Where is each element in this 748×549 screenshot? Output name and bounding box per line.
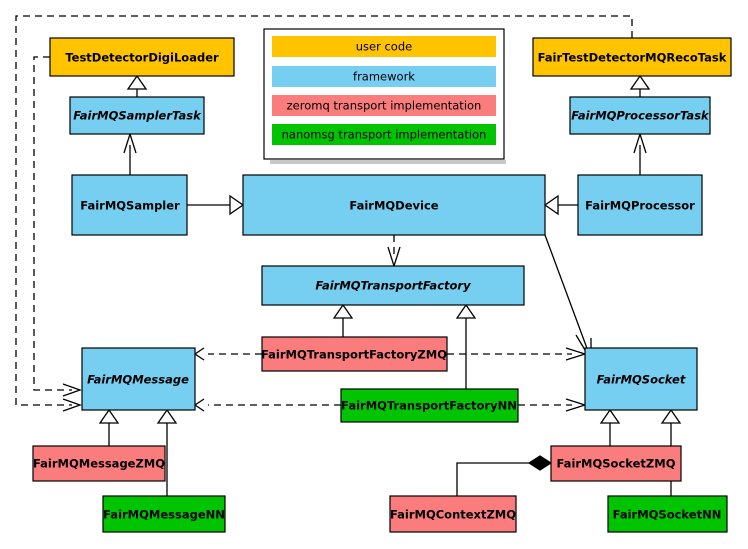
- class-label-fairmqprocessor: FairMQProcessor: [585, 199, 695, 213]
- class-box-fairmqmessage[interactable]: [81, 347, 196, 411]
- class-label-fairmqsamplertask: FairMQSamplerTask: [73, 109, 202, 123]
- class-box-fairmqcontextzmq[interactable]: [389, 495, 517, 533]
- class-label-fairmqsampler: FairMQSampler: [80, 199, 180, 213]
- edge-messagenn-to-message: [156, 408, 178, 496]
- class-label-fairmqsocket: FairMQSocket: [597, 373, 686, 387]
- class-label-fairmqdevice: FairMQDevice: [349, 199, 438, 213]
- legend-label-user-code: user code: [356, 40, 412, 54]
- class-node-fairmqtransportfactorynn[interactable]: FairMQTransportFactoryNN: [340, 388, 519, 423]
- class-box-fairmqdevice[interactable]: [242, 174, 546, 236]
- legend-item-nanomsg: nanomsg transport implementation: [272, 124, 496, 145]
- class-box-fairmqsocket[interactable]: [584, 347, 698, 411]
- class-box-fairmqprocessortask[interactable]: [569, 96, 711, 135]
- class-node-fairmqprocessortask[interactable]: FairMQProcessorTask: [569, 96, 711, 135]
- legend-swatch-zeromq: [272, 95, 496, 116]
- class-label-fairmqmessagenn: FairMQMessageNN: [103, 508, 225, 522]
- class-label-fairmqsocketzmq: FairMQSocketZMQ: [557, 457, 676, 471]
- class-node-fairmqprocessor[interactable]: FairMQProcessor: [577, 174, 703, 236]
- edge-device-to-socket: [544, 234, 592, 363]
- class-box-fairmqtransportfactory[interactable]: [261, 265, 525, 306]
- class-label-fairmqmessage: FairMQMessage: [87, 373, 189, 387]
- class-node-fairmqdevice[interactable]: FairMQDevice: [242, 174, 546, 236]
- edge-messagezmq-to-message: [98, 408, 120, 446]
- class-node-fairmqsocketzmq[interactable]: FairMQSocketZMQ: [550, 445, 682, 482]
- class-node-fairmqsamplertask[interactable]: FairMQSamplerTask: [69, 96, 205, 135]
- class-box-fairmqsamplertask[interactable]: [69, 96, 205, 135]
- class-node-fairmqmessagezmq[interactable]: FairMQMessageZMQ: [32, 445, 166, 482]
- legend-swatch-nanomsg: [272, 124, 496, 145]
- class-box-fairmqsocketnn[interactable]: [607, 495, 728, 533]
- legend-swatch-framework: [272, 66, 496, 87]
- legend-item-user-code: user code: [272, 36, 496, 57]
- class-label-fairmqtransportfactoryzmq: FairMQTransportFactoryZMQ: [261, 348, 447, 362]
- edge-tfzmq-to-transportfactory: [332, 303, 354, 337]
- class-label-fairmqtransportfactory: FairMQTransportFactory: [315, 279, 471, 293]
- edge-processor-to-processortask: [633, 131, 647, 175]
- edge-tfnn-to-transportfactory: [455, 303, 477, 389]
- edge-samplertask-to-digiloader: [126, 74, 148, 97]
- edge-processortask-to-recotask: [629, 74, 651, 97]
- edge-socketzmq-composition-contextzmq: [456, 455, 553, 496]
- class-label-fairmqprocessortask: FairMQProcessorTask: [571, 109, 710, 123]
- class-label-fairmqmessagezmq: FairMQMessageZMQ: [33, 457, 165, 471]
- class-node-fairmqsampler[interactable]: FairMQSampler: [71, 174, 188, 236]
- class-label-fairtestdetectormqrecotask: FairTestDetectorMQRecoTask: [538, 51, 727, 65]
- legend-label-zeromq: zeromq transport implementation: [287, 99, 482, 113]
- edge-tfnn-to-socket: [518, 398, 588, 412]
- edge-recotask-to-message: [15, 15, 633, 412]
- legend-shadow: [270, 160, 506, 164]
- class-node-fairmqtransportfactory[interactable]: FairMQTransportFactory: [261, 265, 525, 306]
- class-box-fairtestdetectormqrecotask[interactable]: [532, 37, 732, 77]
- edge-tfzmq-to-message: [193, 347, 262, 361]
- class-box-fairmqsampler[interactable]: [71, 174, 188, 236]
- class-box-fairmqtransportfactorynn[interactable]: [340, 388, 519, 423]
- legend-swatch-user-code: [272, 36, 496, 57]
- class-box-testdetectordigiloader[interactable]: [49, 37, 235, 77]
- class-node-fairmqcontextzmq[interactable]: FairMQContextZMQ: [389, 495, 517, 533]
- class-box-fairmqsocketzmq[interactable]: [550, 445, 682, 482]
- class-label-testdetectordigiloader: TestDetectorDigiLoader: [65, 51, 219, 65]
- class-box-fairmqtransportfactoryzmq[interactable]: [261, 336, 448, 372]
- class-box-fairmqmessagezmq[interactable]: [32, 445, 166, 482]
- class-box-fairmqprocessor[interactable]: [577, 174, 703, 236]
- class-label-fairmqsocketnn: FairMQSocketNN: [613, 508, 722, 522]
- class-node-fairmqtransportfactoryzmq[interactable]: FairMQTransportFactoryZMQ: [261, 336, 448, 372]
- class-node-fairmqsocket[interactable]: FairMQSocket: [584, 347, 698, 411]
- edge-sampler-to-samplertask: [123, 131, 137, 175]
- edge-layer: FairMQMessage (dependency, routed left) …: [15, 15, 682, 496]
- edge-tfnn-to-message: [193, 398, 341, 412]
- class-node-fairmqmessage[interactable]: FairMQMessage: [81, 347, 196, 411]
- edge-sampler-to-device: [187, 194, 245, 216]
- edge-digiloader-to-message: [33, 56, 82, 397]
- node-layer: TestDetectorDigiLoader FairTestDetectorM…: [32, 37, 732, 533]
- legend-item-framework: framework: [272, 66, 496, 87]
- class-label-fairmqcontextzmq: FairMQContextZMQ: [390, 508, 516, 522]
- legend: user code framework zeromq transport imp…: [263, 28, 506, 164]
- class-box-fairmqmessagenn[interactable]: [102, 495, 226, 533]
- class-node-fairtestdetectormqrecotask[interactable]: FairTestDetectorMQRecoTask: [532, 37, 732, 77]
- edge-tfzmq-to-socket: [447, 347, 588, 361]
- edge-socketzmq-to-socket: [599, 408, 621, 446]
- legend-label-nanomsg: nanomsg transport implementation: [282, 128, 487, 142]
- class-node-fairmqmessagenn[interactable]: FairMQMessageNN: [102, 495, 226, 533]
- class-label-fairmqtransportfactorynn: FairMQTransportFactoryNN: [341, 399, 517, 413]
- edge-device-to-transportfactory: [387, 235, 401, 269]
- legend-item-zeromq: zeromq transport implementation: [272, 95, 496, 116]
- legend-label-framework: framework: [353, 70, 415, 84]
- edge-processor-to-device: [543, 194, 578, 216]
- class-node-fairmqsocketnn[interactable]: FairMQSocketNN: [607, 495, 728, 533]
- class-node-testdetectordigiloader[interactable]: TestDetectorDigiLoader: [49, 37, 235, 77]
